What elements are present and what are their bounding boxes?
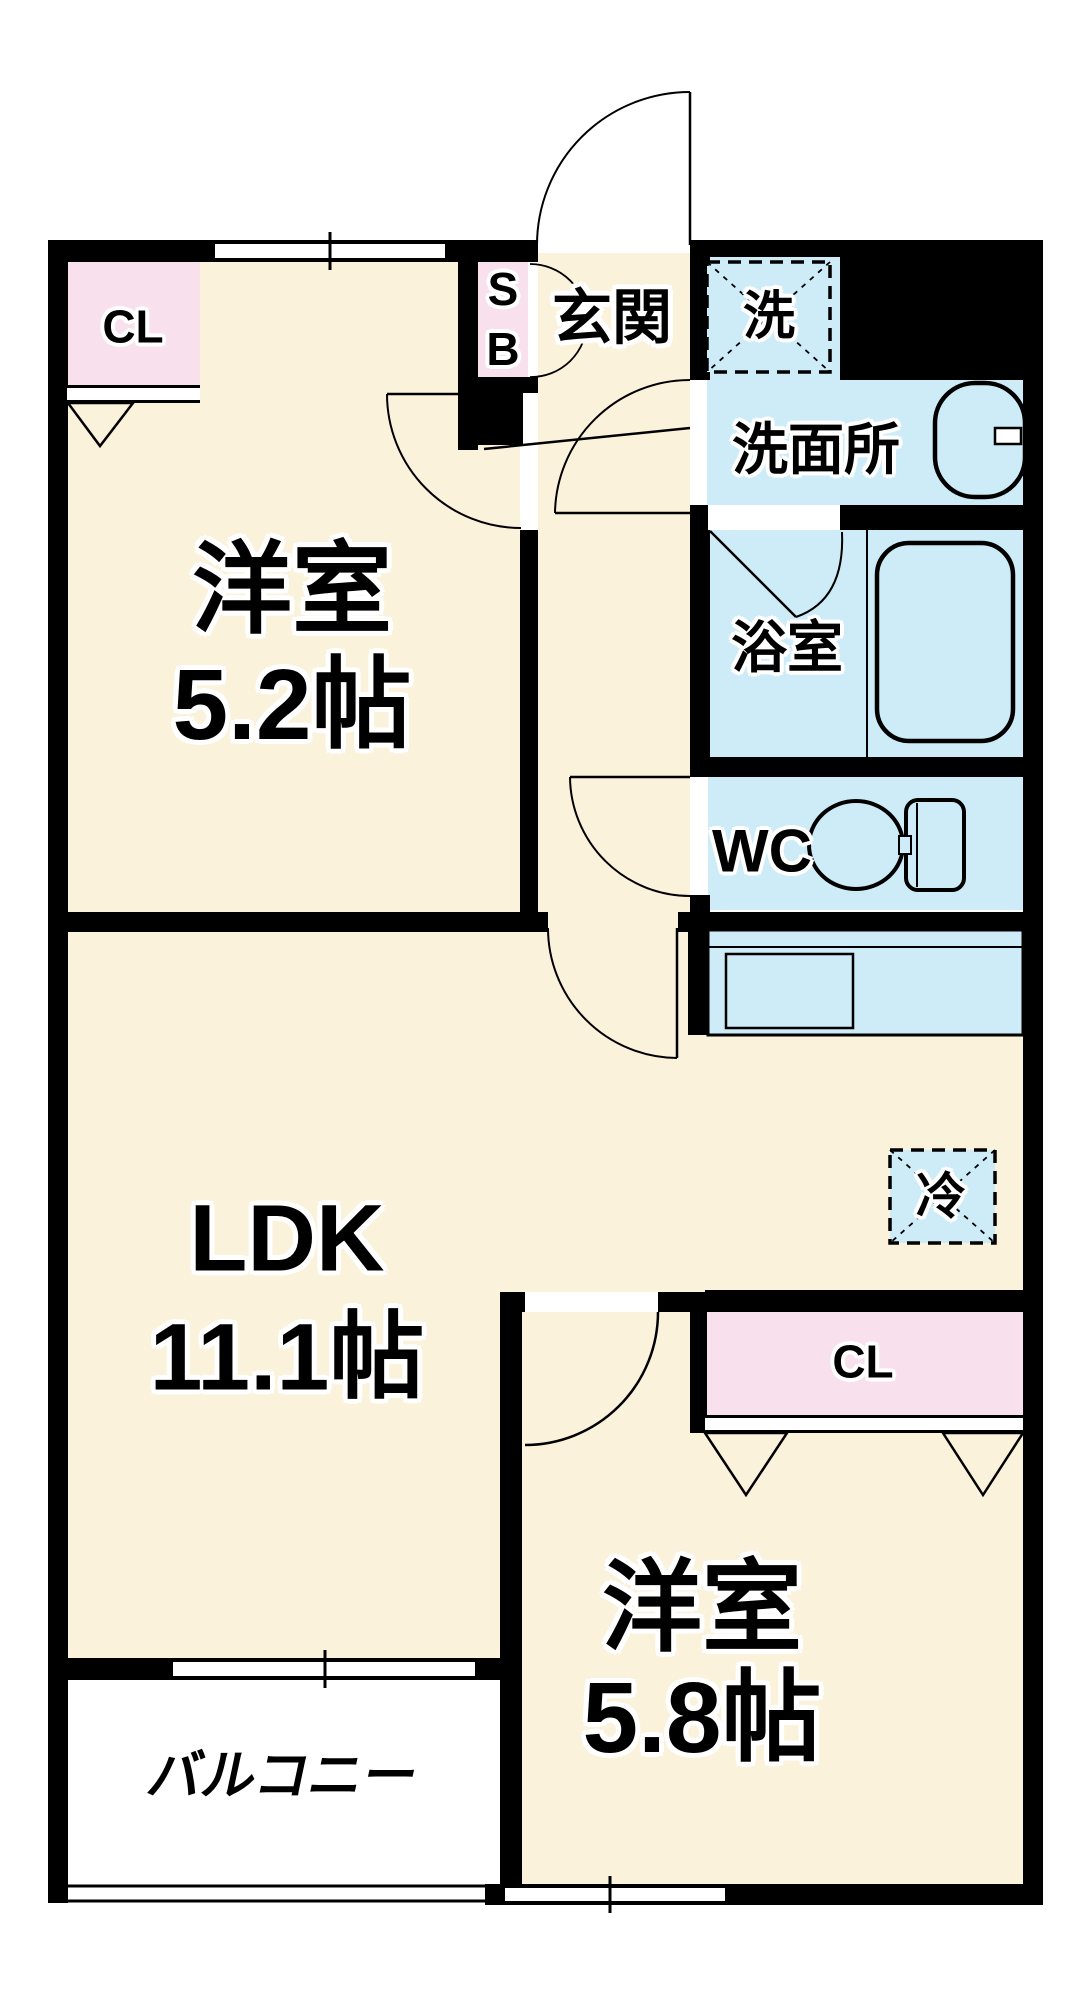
bedroom1-door-swing-icon xyxy=(386,392,522,529)
label-washer: 洗 xyxy=(742,288,796,347)
wall-bedroom1-right-lower xyxy=(520,530,538,932)
window-tick-icon xyxy=(323,232,612,1913)
washbasin-icon xyxy=(932,380,1028,500)
wall-ldk-bedroom2 xyxy=(500,1292,522,1905)
wall-ldk-top-right xyxy=(678,912,1043,932)
entrance-door-swing-icon xyxy=(536,91,692,246)
wall-hall-wc xyxy=(690,895,710,932)
wall-washroom-bath-left xyxy=(690,505,708,530)
wall-washroom-filler xyxy=(840,240,1023,380)
label-shoebox: S B xyxy=(486,260,519,380)
shoebox-line2: B xyxy=(486,323,520,375)
bathroom-floor xyxy=(707,530,1023,757)
closet-fold-triangles-icon xyxy=(65,401,1026,1498)
wall-balcony-left xyxy=(48,1680,68,1903)
shoebox-area xyxy=(478,258,528,377)
wall-hall-washroom xyxy=(690,253,710,380)
closet2-sliding-door xyxy=(705,1415,1023,1433)
bedroom2-size: 5.8帖 xyxy=(582,1662,822,1774)
toilet-icon xyxy=(807,798,966,892)
fridge-space-icon xyxy=(888,1148,997,1245)
label-bedroom2: 洋室 5.8帖 xyxy=(582,1553,821,1773)
label-toilet: WC xyxy=(712,817,812,885)
wall-left xyxy=(48,240,68,1680)
label-bedroom1: 洋室 5.2帖 xyxy=(172,533,411,763)
ldk-door-swing-icon xyxy=(547,927,679,1059)
wall-top-left xyxy=(48,240,215,262)
wall-washroom-bath-right xyxy=(840,505,1023,530)
bedroom2-door-swing-icon xyxy=(524,1311,660,1447)
label-entrance: 玄関 xyxy=(552,284,672,352)
balcony-floor xyxy=(68,1680,500,1885)
ldk-size: 11.1帖 xyxy=(149,1304,425,1410)
washer-space-icon xyxy=(705,260,832,374)
wall-bottom-right xyxy=(725,1884,1043,1905)
bedroom2-name: 洋室 xyxy=(601,1552,802,1664)
wall-closet2-left xyxy=(690,1292,707,1433)
closet1-area xyxy=(67,262,200,385)
label-closet2: CL xyxy=(832,1335,894,1388)
wall-shoebox-bottom xyxy=(458,377,523,445)
label-washroom: 洗面所 xyxy=(732,417,900,481)
wall-bath-wc xyxy=(690,757,1043,777)
washroom-floor xyxy=(707,380,1023,505)
kitchen-counter-icon xyxy=(706,928,1025,1037)
washroom-door-swing-icon xyxy=(554,379,691,515)
bedroom2-door-gap xyxy=(525,1292,658,1312)
wc-door-swing-icon xyxy=(569,775,691,897)
label-closet1: CL xyxy=(102,300,164,353)
bathroom-fold-door-icon xyxy=(709,530,844,618)
bathroom-door-gap xyxy=(708,505,840,530)
shoebox-door-arcs-icon xyxy=(529,263,588,378)
bedroom1-size: 5.2帖 xyxy=(172,649,412,761)
wall-bedroom2-top-left xyxy=(500,1292,525,1312)
wall-bedroom1-right-upper xyxy=(520,377,538,393)
wall-hall-bath xyxy=(690,513,710,777)
wall-closet2-top xyxy=(705,1290,1023,1312)
label-ldk: LDK 11.1帖 xyxy=(150,1179,425,1417)
wall-right xyxy=(1023,240,1043,1905)
shoebox-line1: S xyxy=(487,263,519,316)
label-bathroom: 浴室 xyxy=(731,615,843,679)
label-balcony: バルコニー xyxy=(142,1745,424,1806)
label-fridge: 冷 xyxy=(916,1168,966,1225)
wall-kitchen-stub xyxy=(688,912,708,1035)
ldk-name: LDK xyxy=(189,1185,385,1292)
window-bedroom2-bottom xyxy=(505,1884,725,1905)
closet2-area xyxy=(705,1310,1023,1415)
wall-ldk-balcony-right xyxy=(475,1658,522,1680)
entrance-step-line xyxy=(483,426,691,451)
wall-ldk-top-left xyxy=(48,912,548,932)
bedroom1-name: 洋室 xyxy=(191,534,392,646)
wall-ldk-balcony-left xyxy=(48,1658,173,1680)
closet1-sliding-door xyxy=(67,385,200,403)
balcony-railing-icon xyxy=(68,1884,505,1903)
bathtub-icon xyxy=(866,530,1016,757)
